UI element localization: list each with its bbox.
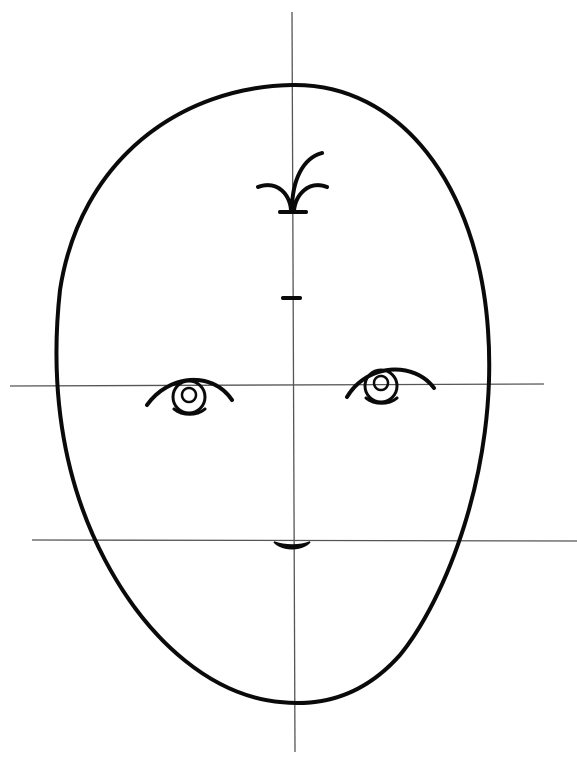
mouth-mark: [274, 542, 310, 549]
head-outline: [56, 85, 489, 703]
mouth-line: [32, 540, 577, 541]
vertical-center-line: [292, 12, 295, 752]
guide-lines: [10, 12, 577, 752]
right-eye: [347, 370, 434, 404]
eye-line: [10, 384, 544, 386]
